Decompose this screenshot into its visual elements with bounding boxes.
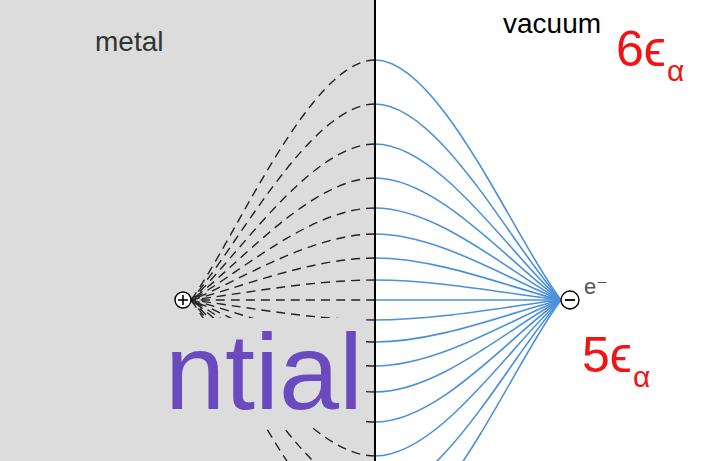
image-field-line xyxy=(191,178,375,300)
image-field-line xyxy=(191,280,375,300)
field-line xyxy=(375,300,561,461)
region-label: metal xyxy=(95,28,163,56)
vacuum-field-lines xyxy=(375,60,561,461)
field-line xyxy=(375,300,561,422)
region-label: vacuum xyxy=(503,10,601,38)
energy-subscript: α xyxy=(667,56,684,86)
surface-line xyxy=(374,0,376,461)
field-line xyxy=(375,178,561,300)
field-line xyxy=(375,234,561,300)
title-fragment: ntial xyxy=(165,318,363,426)
field-line xyxy=(375,104,561,300)
positive-image-charge xyxy=(175,292,191,308)
field-line xyxy=(375,144,561,300)
image-field-line xyxy=(191,60,375,300)
metal-region xyxy=(0,0,375,461)
image-field-line xyxy=(191,144,375,300)
field-line xyxy=(375,300,561,456)
image-field-line xyxy=(191,234,375,300)
energy-label: 5ϵ xyxy=(582,330,632,380)
energy-subscript: α xyxy=(633,362,650,392)
field-line xyxy=(375,299,561,301)
image-field-line xyxy=(191,299,375,300)
image-field-line xyxy=(191,300,375,320)
energy-label: 6ϵ xyxy=(616,24,666,74)
electron-charge xyxy=(561,291,579,309)
field-line xyxy=(375,300,561,366)
field-line xyxy=(375,300,561,461)
field-line xyxy=(375,60,561,300)
image-field-line xyxy=(191,104,375,300)
electron-label: e⁻ xyxy=(584,276,608,298)
image-field-line xyxy=(191,208,375,300)
